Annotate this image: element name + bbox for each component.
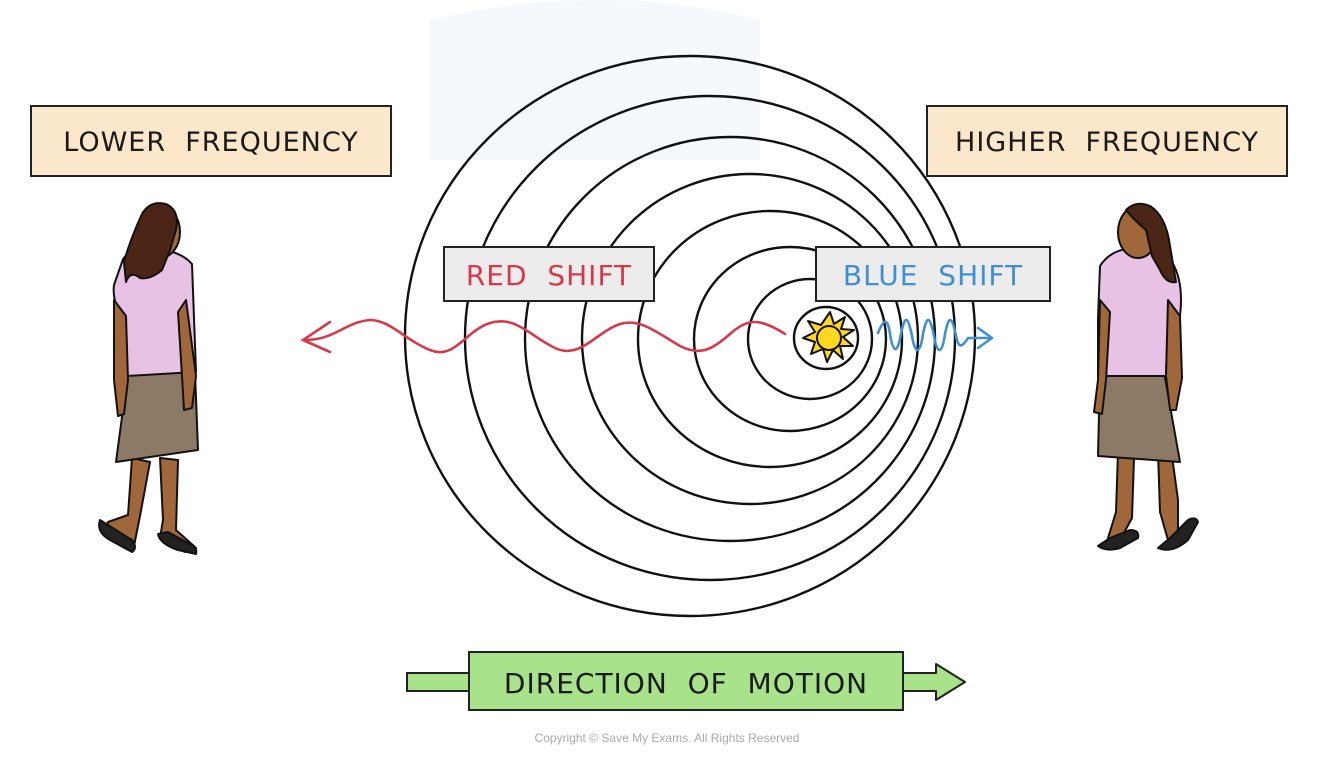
observer-right-figure bbox=[1093, 202, 1199, 551]
wavefront-6 bbox=[692, 245, 888, 433]
motion-arrow: DIRECTION OF MOTION bbox=[406, 651, 966, 711]
red-arrow-head bbox=[300, 320, 332, 354]
higher-frequency-label: HIGHER FREQUENCY bbox=[955, 127, 1259, 158]
wavefront-3 bbox=[523, 135, 937, 543]
wavefront-5 bbox=[636, 209, 904, 469]
blue-shift-label: BLUE SHIFT bbox=[843, 259, 1023, 292]
sun-icon bbox=[802, 311, 855, 363]
observer-left-figure bbox=[98, 202, 199, 555]
wavefront-8 bbox=[792, 305, 860, 371]
blue-shift-box: BLUE SHIFT bbox=[815, 246, 1051, 302]
lower-frequency-label: LOWER FREQUENCY bbox=[63, 127, 359, 158]
right-arrow-icon bbox=[901, 663, 966, 701]
watermark bbox=[430, 0, 760, 160]
blue-arrow-head bbox=[976, 326, 994, 350]
direction-of-motion-label: DIRECTION OF MOTION bbox=[504, 667, 868, 700]
red-shift-box: RED SHIFT bbox=[443, 246, 655, 302]
red-shift-label: RED SHIFT bbox=[466, 259, 632, 292]
lower-frequency-box: LOWER FREQUENCY bbox=[30, 105, 392, 177]
wavefront-7 bbox=[746, 277, 874, 401]
blue-wave bbox=[876, 318, 994, 352]
higher-frequency-box: HIGHER FREQUENCY bbox=[926, 105, 1288, 177]
copyright-notice: Copyright © Save My Exams. All Rights Re… bbox=[534, 731, 800, 745]
red-wave bbox=[300, 318, 787, 354]
wavefront-4 bbox=[580, 172, 920, 506]
